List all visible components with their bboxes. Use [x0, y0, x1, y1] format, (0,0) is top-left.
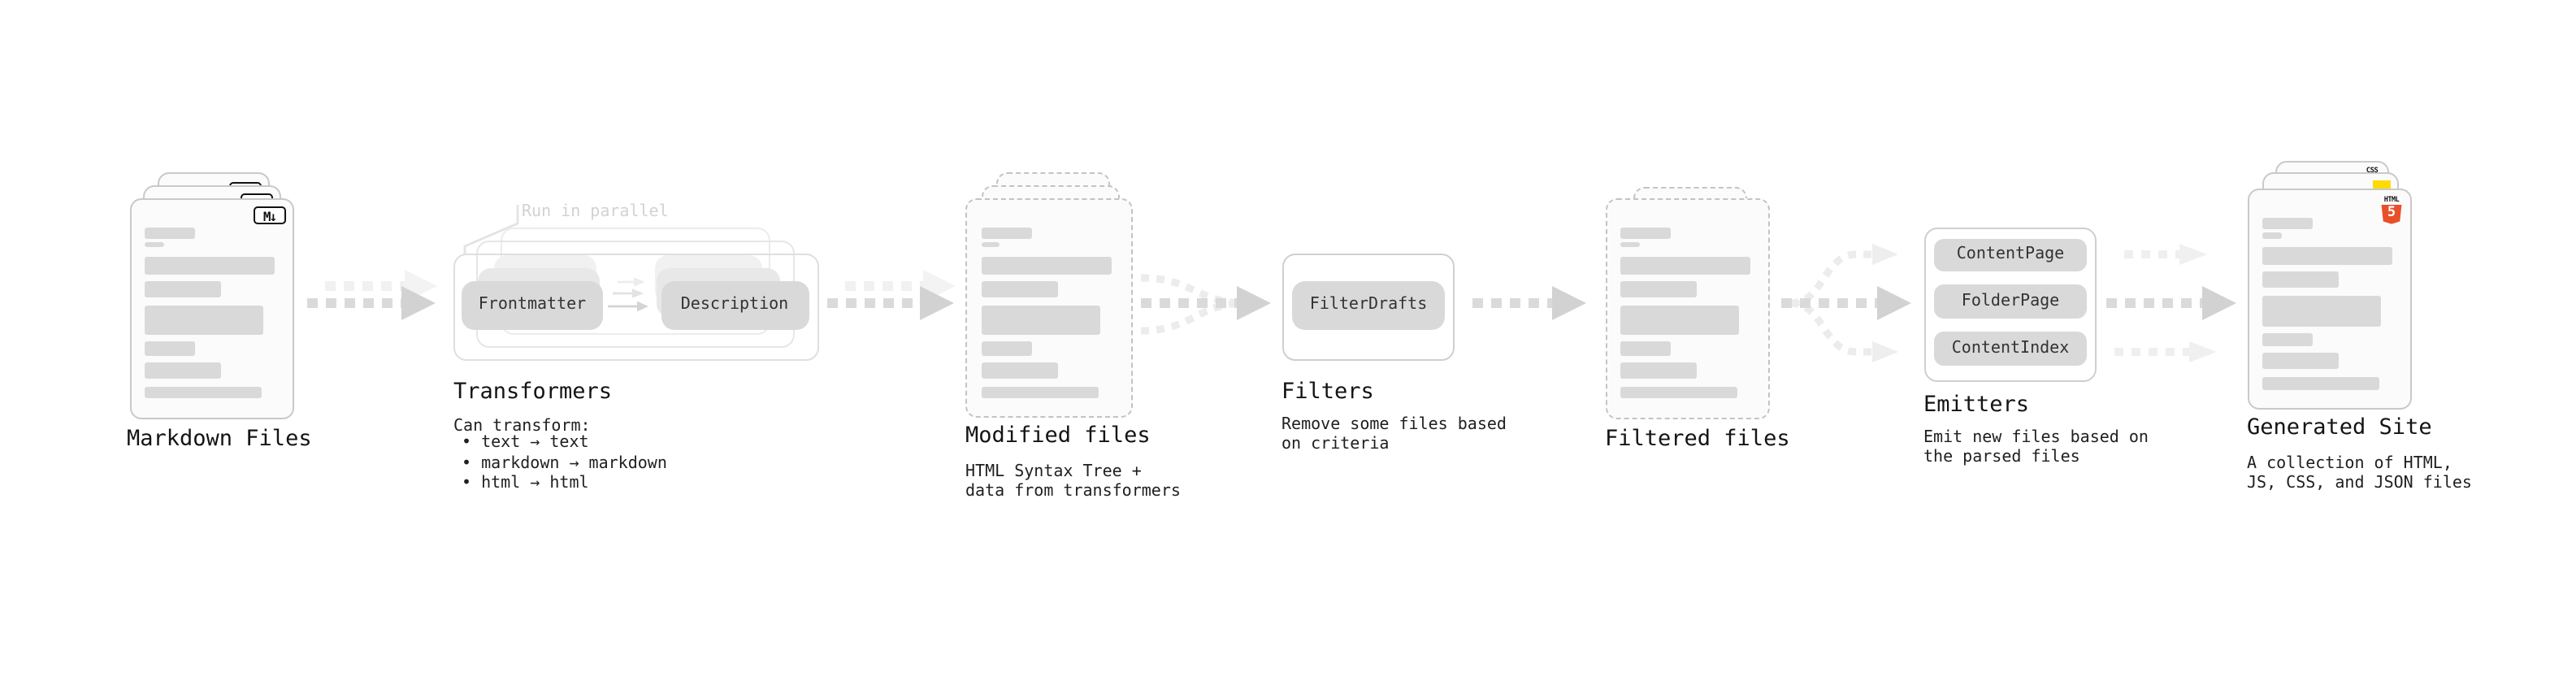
content-line-placeholder — [1620, 280, 1698, 297]
transformers-bullet-list: • text → text • markdown → markdown • ht… — [462, 434, 667, 496]
content-line-placeholder — [981, 256, 1112, 274]
markdown-icon: M↓ — [254, 206, 285, 224]
arrow-filtered-to-emitters — [1781, 244, 1911, 362]
description-line: HTML Syntax Tree + — [965, 462, 1142, 480]
html5-icon: HTML 5 — [2381, 194, 2402, 224]
description-line: Emit new files based on — [1923, 428, 2149, 446]
file-content-placeholder — [981, 199, 1117, 415]
emitters-title: Emitters — [1923, 391, 2030, 417]
content-line-placeholder — [2262, 218, 2314, 229]
run-in-parallel-annotation: Run in parallel — [522, 203, 669, 221]
content-line-placeholder — [2262, 232, 2282, 238]
bullet-item: • text → text — [462, 434, 589, 452]
transformer-container-front — [453, 254, 819, 360]
description-line: data from transformers — [965, 483, 1181, 501]
content-line-placeholder — [981, 305, 1100, 335]
modified-files-title: Modified files — [965, 422, 1151, 448]
content-line-placeholder — [2262, 377, 2379, 389]
markdown-files-title: Markdown Files — [127, 426, 312, 452]
filters-description: Remove some files based on criteria — [1281, 415, 1507, 456]
content-line-placeholder — [2262, 271, 2340, 288]
content-line-placeholder — [981, 362, 1059, 378]
js-file-icon — [2372, 180, 2390, 189]
filtered-files-title: Filtered files — [1605, 426, 1790, 452]
generated-site-description: A collection of HTML, JS, CSS, and JSON … — [2247, 454, 2472, 495]
content-line-placeholder — [2262, 247, 2393, 265]
description-line: the parsed files — [1923, 449, 2080, 467]
file-content-placeholder — [2262, 190, 2396, 407]
content-line-placeholder — [145, 227, 196, 238]
content-line-placeholder — [145, 341, 196, 355]
description-transformer-pill: Description — [661, 280, 809, 329]
contentpage-emitter-pill: ContentPage — [1934, 238, 2087, 271]
content-line-placeholder — [2262, 296, 2381, 326]
content-line-placeholder — [1620, 227, 1672, 238]
content-line-placeholder — [145, 280, 222, 297]
folderpage-emitter-pill: FolderPage — [1934, 284, 2087, 318]
generated-site-title: Generated Site — [2247, 414, 2432, 440]
description-line: A collection of HTML, — [2247, 454, 2452, 472]
content-line-placeholder — [1620, 241, 1640, 247]
file-content-placeholder — [145, 199, 279, 417]
modified-files-description: HTML Syntax Tree + data from transformer… — [965, 462, 1181, 503]
content-line-placeholder — [1620, 256, 1751, 274]
bullet-item: • markdown → markdown — [462, 454, 667, 473]
file-content-placeholder — [1620, 199, 1754, 417]
frontmatter-transformer-pill: Frontmatter — [462, 280, 603, 329]
content-line-placeholder — [2262, 353, 2340, 369]
content-line-placeholder — [981, 241, 1000, 247]
arrow-emitters-to-generated — [2106, 244, 2236, 362]
modified-file-card-front — [965, 197, 1132, 417]
content-line-placeholder — [1620, 305, 1739, 335]
content-line-placeholder — [2262, 332, 2314, 346]
bullet-item: • html → html — [462, 475, 589, 493]
arrow-filters-to-filtered — [1472, 286, 1586, 320]
content-line-placeholder — [1620, 341, 1672, 355]
emitters-description: Emit new files based on the parsed files — [1923, 428, 2149, 469]
arrow-markdown-to-transformers — [307, 270, 437, 320]
transformers-description-heading: Can transform: — [453, 418, 591, 436]
content-line-placeholder — [145, 256, 275, 274]
content-line-placeholder — [145, 305, 263, 335]
contentindex-emitter-pill: ContentIndex — [1934, 332, 2087, 365]
filterdrafts-pill: FilterDrafts — [1292, 280, 1445, 329]
content-line-placeholder — [1620, 386, 1737, 398]
generated-file-card-html: HTML 5 — [2247, 189, 2412, 409]
transformers-title: Transformers — [453, 378, 613, 404]
description-line: Remove some files based — [1281, 415, 1507, 433]
content-line-placeholder — [145, 386, 262, 398]
arrow-transformers-to-modified — [827, 270, 956, 320]
content-line-placeholder — [981, 280, 1059, 297]
content-line-placeholder — [145, 241, 164, 247]
description-line: JS, CSS, and JSON files — [2247, 475, 2472, 493]
filters-title: Filters — [1281, 379, 1374, 405]
content-line-placeholder — [981, 386, 1099, 398]
markdown-file-card-front: M↓ — [129, 197, 294, 419]
description-line: on criteria — [1281, 436, 1390, 454]
content-line-placeholder — [1620, 362, 1698, 378]
arrow-modified-to-filters — [1140, 274, 1271, 335]
content-line-placeholder — [145, 362, 222, 378]
content-line-placeholder — [981, 227, 1033, 238]
filtered-file-card-front — [1605, 197, 1770, 419]
content-line-placeholder — [981, 341, 1033, 355]
